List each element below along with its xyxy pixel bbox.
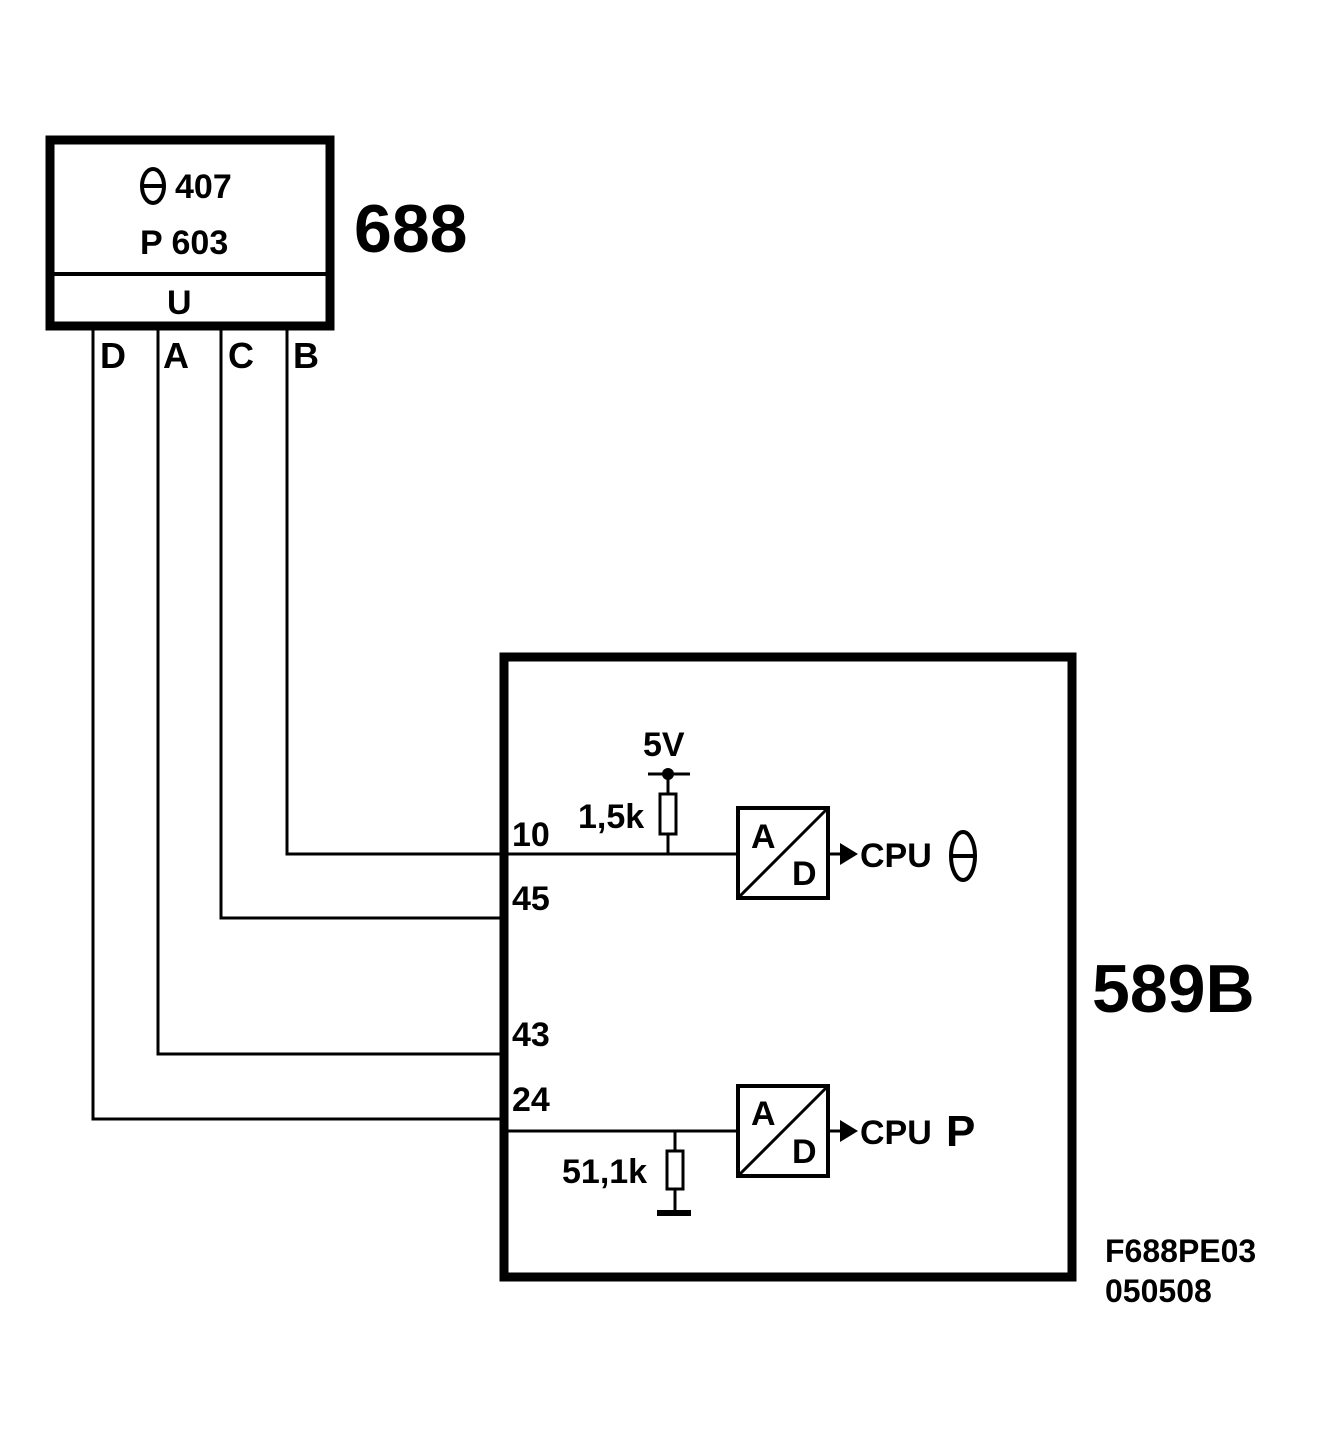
adc-bottom: A D xyxy=(736,1084,830,1178)
wire-b-to-10 xyxy=(285,322,505,856)
reference-date: 050508 xyxy=(1105,1273,1212,1309)
reference-code: F688PE03 xyxy=(1105,1233,1256,1269)
wire-a-to-43 xyxy=(156,322,505,1056)
cpu-pressure-symbol: P xyxy=(946,1107,975,1156)
cpu-pressure-label: CPU xyxy=(860,1114,932,1152)
sensor-box xyxy=(45,135,335,331)
connector-24: 24 xyxy=(512,1081,550,1119)
adc-top-diagonal xyxy=(736,806,830,900)
pin-label-c: C xyxy=(228,335,254,376)
adc-top: A D xyxy=(736,806,830,900)
ecu-id: 589B xyxy=(1092,951,1255,1027)
pin-label-a: A xyxy=(163,335,189,376)
connector-10: 10 xyxy=(512,816,550,854)
sensor-688: 407 P 603 U xyxy=(45,135,335,331)
adc-bottom-diagonal xyxy=(736,1084,830,1178)
sensor-supply-label: U xyxy=(167,284,192,322)
adc-top-d: D xyxy=(792,855,817,893)
connector-43: 43 xyxy=(512,1016,550,1054)
pin-label-d: D xyxy=(100,335,126,376)
pin-label-b: B xyxy=(293,335,319,376)
theta-icon xyxy=(949,830,977,882)
sensor-temp-value: 407 xyxy=(175,168,232,206)
cpu-temp-label: CPU xyxy=(860,837,932,875)
sensor-id: 688 xyxy=(354,191,467,267)
pulldown-resistor-icon xyxy=(665,1149,685,1191)
pulldown-resistor-label: 51,1k xyxy=(562,1153,647,1191)
pullup-resistor-label: 1,5k xyxy=(578,798,644,836)
adc-bottom-a: A xyxy=(751,1095,776,1133)
pullup-resistor-icon xyxy=(658,792,678,836)
supply-voltage-label: 5V xyxy=(643,726,685,764)
connector-45: 45 xyxy=(512,880,550,918)
wire-c-to-45 xyxy=(219,322,505,920)
wire-d-to-24 xyxy=(91,322,505,1121)
arrow-right-icon xyxy=(840,843,858,865)
adc-top-a: A xyxy=(751,818,776,856)
theta-icon xyxy=(140,167,166,205)
adc-bottom-d: D xyxy=(792,1133,817,1171)
arrow-right-icon xyxy=(840,1120,858,1142)
sensor-pressure-label: P 603 xyxy=(140,224,228,262)
